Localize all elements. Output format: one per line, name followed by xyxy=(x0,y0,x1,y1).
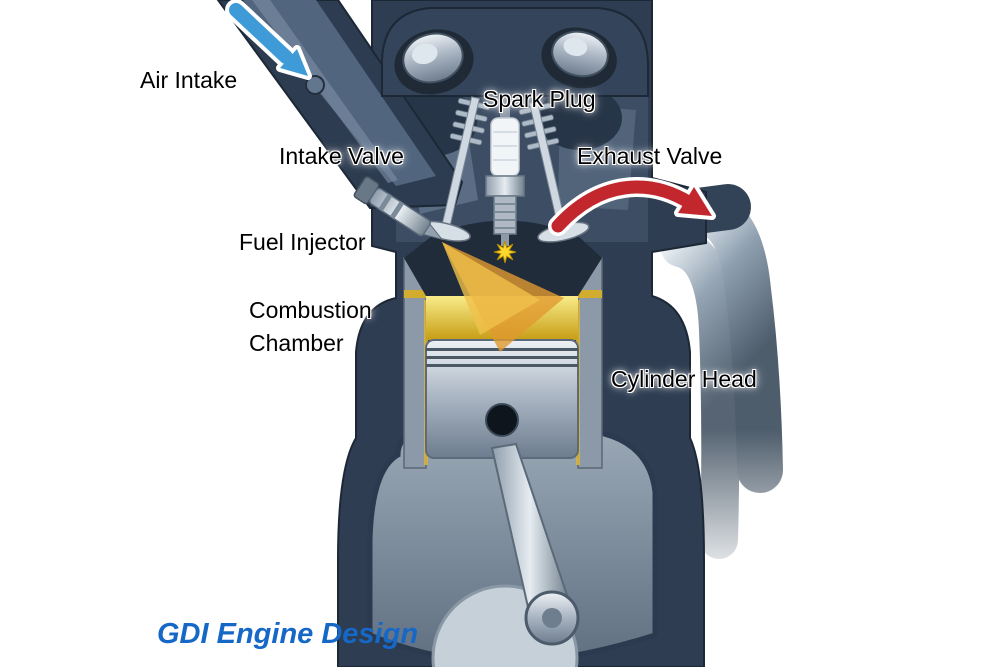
fuel-spray xyxy=(442,242,564,352)
label-cylinder-head: Cylinder Head xyxy=(611,366,757,392)
fuel-injector xyxy=(353,176,444,241)
wrist-pin xyxy=(485,403,519,437)
runner-bolt xyxy=(305,75,325,95)
label-combustion-chamber: Combustion Chamber xyxy=(249,297,372,357)
air-intake-arrow xyxy=(225,0,312,80)
label-air-intake: Air Intake xyxy=(140,67,238,93)
label-exhaust-valve: Exhaust Valve xyxy=(577,143,723,169)
spark-icon xyxy=(493,240,517,264)
exhaust-flow-arrow xyxy=(548,177,716,236)
label-fuel-injector: Fuel Injector xyxy=(239,229,366,255)
piston xyxy=(425,339,579,459)
label-spark-plug: Spark Plug xyxy=(483,86,596,112)
valve-cover xyxy=(381,7,649,97)
diagram-title: GDI Engine Design xyxy=(157,618,419,650)
spark-plug xyxy=(485,106,525,264)
label-intake-valve: Intake Valve xyxy=(279,143,404,169)
connecting-rod xyxy=(490,442,580,646)
